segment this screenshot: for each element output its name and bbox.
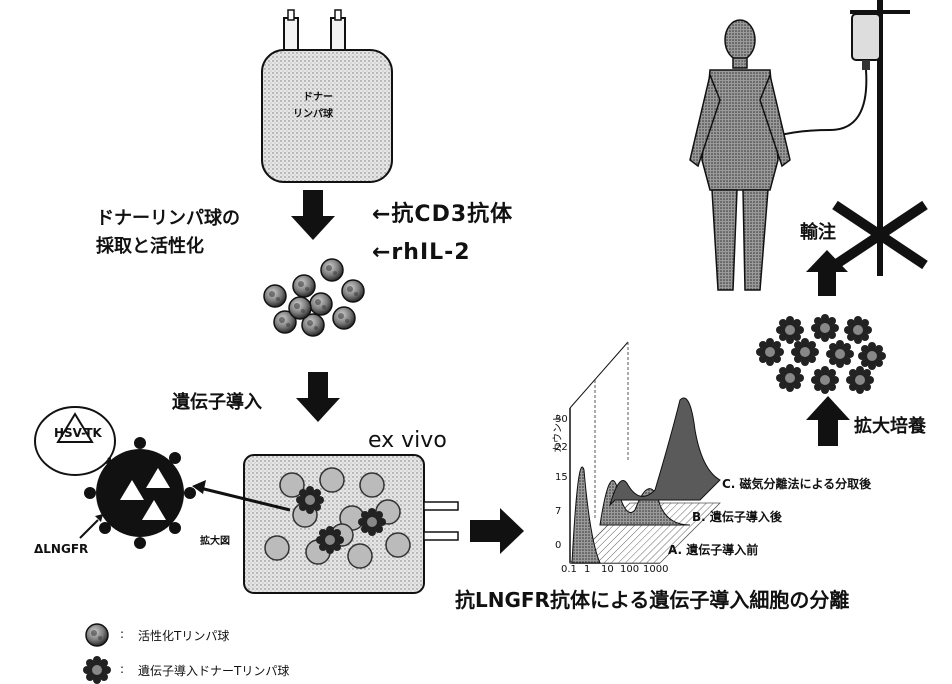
chart-ytick-22: 22 — [555, 442, 568, 453]
histogram-chart — [569, 341, 721, 564]
activated-cell-cluster — [263, 258, 365, 337]
chart-xtick-1: 1 — [584, 564, 591, 575]
anti-cd3-label: ←抗CD3抗体 — [372, 202, 514, 227]
enlarged-view-label: 拡大図 — [200, 536, 230, 547]
chart-ytick-0: 0 — [555, 540, 562, 551]
expanded-cell-cluster — [756, 314, 886, 394]
ex-vivo-label: ex vivo — [368, 428, 447, 453]
culture-box — [243, 454, 459, 594]
curve-b-label: B. 遺伝子導入後 — [692, 510, 782, 524]
curve-a-label: A. 遺伝子導入前 — [668, 543, 759, 557]
curve-c-label: C. 磁気分離法による分取後 — [722, 477, 872, 491]
rhil2-label: ←rhIL-2 — [372, 240, 471, 265]
chart-xtick-10: 10 — [601, 564, 614, 575]
hsv-tk-bubble — [34, 406, 119, 476]
legend-separator-2: : — [120, 662, 125, 676]
lngfr-pointer — [79, 514, 103, 539]
down-arrow-2 — [296, 372, 340, 422]
chart-ytick-7: 7 — [555, 506, 562, 517]
enlarged-cell — [84, 437, 196, 549]
lymphocyte-bag — [261, 9, 393, 183]
step4-label: 輸注 — [800, 222, 836, 243]
step1-label-line2: 採取と活性化 — [96, 236, 204, 257]
chart-ytick-15: 15 — [555, 472, 568, 483]
bag-label-line2: リンパ球 — [293, 109, 333, 120]
iv-stand — [764, 0, 928, 276]
chart-xtick-01: 0.1 — [561, 564, 577, 575]
chart-ytick-30: 30 — [555, 414, 568, 425]
chart-xtick-100: 100 — [620, 564, 640, 575]
down-arrow-1 — [291, 190, 335, 240]
bag-label-line1: ドナー — [303, 92, 333, 103]
step3-label: 拡大培養 — [854, 416, 926, 437]
enlarge-arrow — [192, 480, 291, 512]
legend-transduced-label: 遺伝子導入ドナーTリンパ球 — [138, 664, 290, 678]
hsv-tk-label: HSV-TK — [54, 426, 102, 440]
step1-label-line1: ドナーリンパ球の — [96, 208, 240, 229]
right-arrow-to-chart — [470, 508, 524, 554]
legend-separator-1: : — [120, 627, 125, 641]
chart-caption: 抗LNGFR抗体による遺伝子導入細胞の分離 — [455, 588, 850, 612]
up-arrow-1 — [806, 396, 850, 446]
chart-xtick-1000: 1000 — [643, 564, 669, 575]
patient-figure — [689, 19, 791, 291]
legend-transduced-icon — [83, 656, 111, 684]
legend-activated-icon — [85, 623, 109, 647]
step2-label: 遺伝子導入 — [172, 392, 262, 413]
lngfr-label: ΔLNGFR — [34, 542, 89, 556]
legend-activated-label: 活性化Tリンパ球 — [138, 629, 230, 643]
